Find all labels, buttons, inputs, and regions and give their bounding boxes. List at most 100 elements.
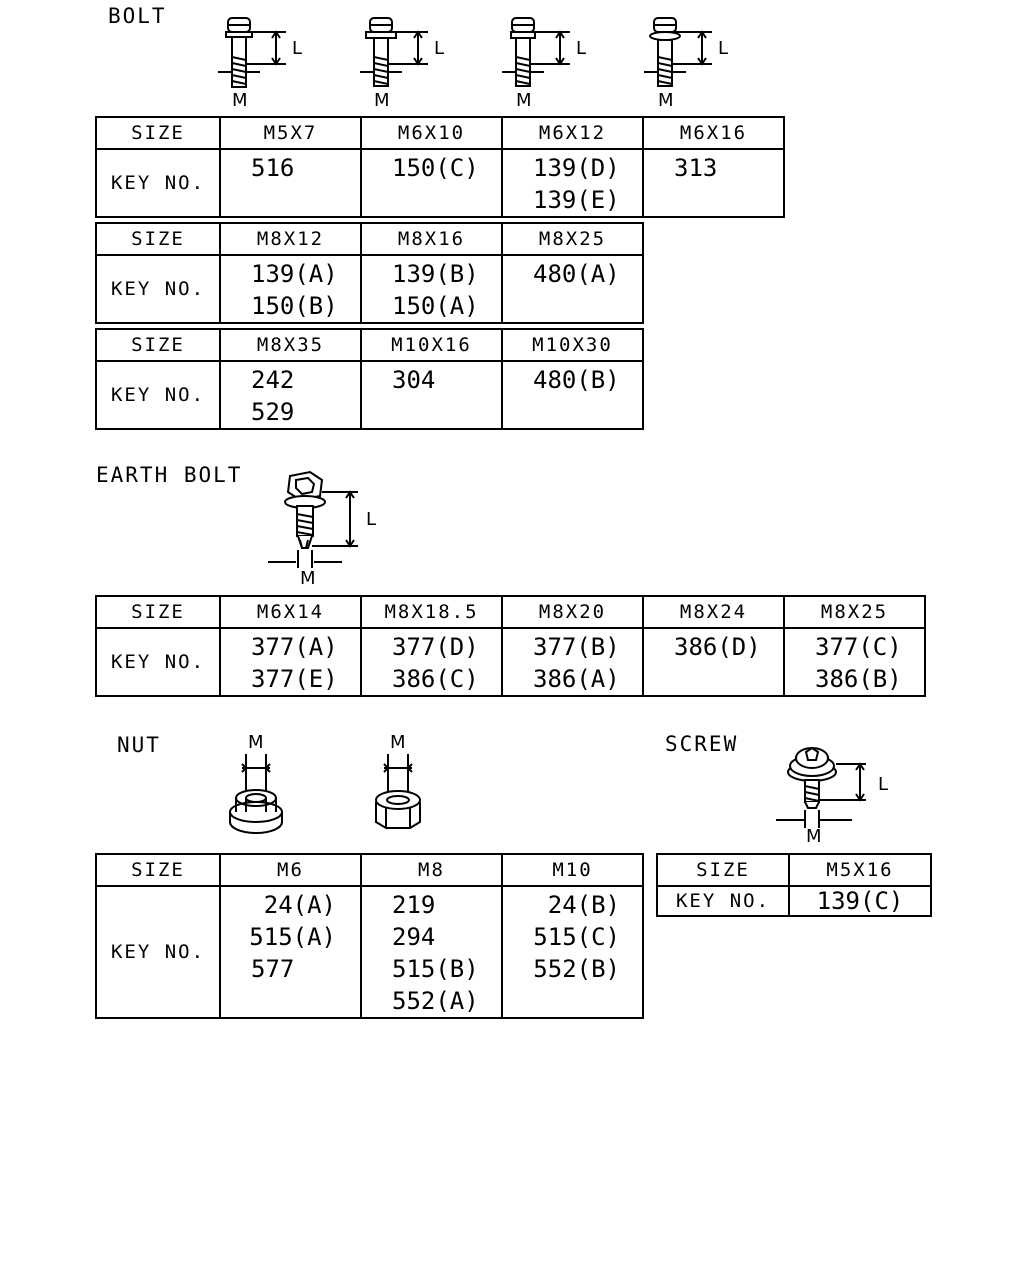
key-no-label: KEY NO. [656,885,790,917]
key-value: 377(A) [251,633,338,661]
key-value: 150(A) [392,292,479,320]
size-cell: M8X25 [783,595,926,629]
nut-table: SIZE M6 M8 M10 KEY NO. 24(A) 515(A) 577 21… [95,853,644,1019]
key-cell: 377(D)386(C) [360,627,503,697]
key-value: 304 [392,366,436,394]
key-cell: 139(B)150(A) [360,254,503,324]
size-cell: M6X10 [360,116,503,150]
bolt-dim-L-3: L [576,38,586,59]
key-cell: 377(C) 386(B) [783,627,926,697]
key-cell: 139(A) 150(B) [219,254,362,324]
key-no-label: KEY NO. [95,148,221,218]
key-value: 139(D) [533,154,620,182]
nut-dim-M-1: M [248,732,264,753]
earth-bolt-table: SIZE M6X14 M8X18.5 M8X20 M8X24 M8X25 KEY… [95,595,926,697]
key-value: 480(A) [533,260,620,288]
earth-bolt-section-title: EARTH BOLT [96,463,243,487]
key-cell: 516 [219,148,362,218]
key-cell: 386(D) [642,627,785,697]
key-cell: 139(D) 139(E) [501,148,644,218]
key-value: 24(B) [547,891,620,919]
key-value: 139(C) [816,887,904,915]
nut-dim-M-2: M [390,732,406,753]
key-cell: 139(C) [788,885,932,917]
nut-hex-drawing: M [375,732,421,829]
earth-bolt-drawing: L M [268,470,376,589]
key-value: 577 [251,955,295,983]
screw-dim-L: L [878,774,888,795]
size-cell: M6 [219,853,362,887]
size-cell: M8 [360,853,503,887]
key-value: 386(B) [815,665,902,693]
key-cell: 24(B) 515(C) 552(B) [501,885,644,1019]
key-value: 24(A) [263,891,336,919]
bolt-dim-L-4: L [718,38,728,59]
key-value: 150(B) [251,292,338,320]
key-value: 386(C) [392,665,479,693]
key-value: 294 [392,923,436,951]
key-cell: 480(A) [501,254,644,324]
key-no-label: KEY NO. [95,254,221,324]
key-value: 139(E) [533,186,620,214]
size-label: SIZE [95,853,221,887]
key-value: 386(D) [674,633,761,661]
size-cell: M5X7 [219,116,362,150]
bolt-dim-M-2: M [374,90,390,111]
size-cell: M6X16 [642,116,785,150]
size-cell: M8X25 [501,222,644,256]
key-value: 515(B) [392,955,479,983]
bolt-drawing-1: L M [218,17,302,111]
key-value: 386(A) [533,665,620,693]
key-cell: 150(C) [360,148,503,218]
size-cell: M5X16 [788,853,932,887]
size-cell: M8X18.5 [360,595,503,629]
size-cell: M10X30 [501,328,644,362]
key-value: 480(B) [533,366,620,394]
bolt-section-title: BOLT [108,4,167,28]
bolt-dim-M-3: M [516,90,532,111]
size-cell: M8X20 [501,595,644,629]
size-cell: M10 [501,853,644,887]
bolt-dim-L-1: L [292,38,302,59]
screw-table: SIZE M5X16 KEY NO. 139(C) [656,853,932,917]
key-no-label: KEY NO. [95,885,221,1019]
earth-bolt-dim-M: M [300,568,316,589]
size-cell: M8X12 [219,222,362,256]
nut-section-title: NUT [117,733,161,757]
key-value: 139(A) [251,260,338,288]
size-cell: M6X12 [501,116,644,150]
key-value: 313 [674,154,718,182]
bolt-drawing-2: L M [360,17,444,111]
size-label: SIZE [95,595,221,629]
key-value: 515(A) [249,923,336,951]
earth-bolt-dim-L: L [366,509,376,530]
screw-drawing: L M [776,746,888,847]
bolt-table-1: SIZE M5X7 M6X10 M6X12 M6X16 KEY NO. 516 … [95,116,785,218]
key-no-label: KEY NO. [95,360,221,430]
nut-flange-drawing: M [229,732,283,834]
key-value: 377(E) [251,665,338,693]
key-value: 515(C) [533,923,620,951]
screw-dim-M: M [806,826,822,847]
bolt-drawing-4: L M [644,17,728,111]
key-value: 377(C) [815,633,902,661]
key-value: 552(B) [533,955,620,983]
key-cell: 480(B) [501,360,644,430]
key-cell: 377(B) 386(A) [501,627,644,697]
key-value: 219 [392,891,436,919]
size-cell: M6X14 [219,595,362,629]
key-value: 529 [251,398,295,426]
size-cell: M8X16 [360,222,503,256]
key-value: 150(C) [392,154,479,182]
key-value: 242 [251,366,295,394]
bolt-dim-M-1: M [232,90,248,111]
key-cell: 304 [360,360,503,430]
size-label: SIZE [95,116,221,150]
key-value: 516 [251,154,295,182]
bolt-dim-M-4: M [658,90,674,111]
size-cell: M8X24 [642,595,785,629]
key-value: 377(B) [533,633,620,661]
